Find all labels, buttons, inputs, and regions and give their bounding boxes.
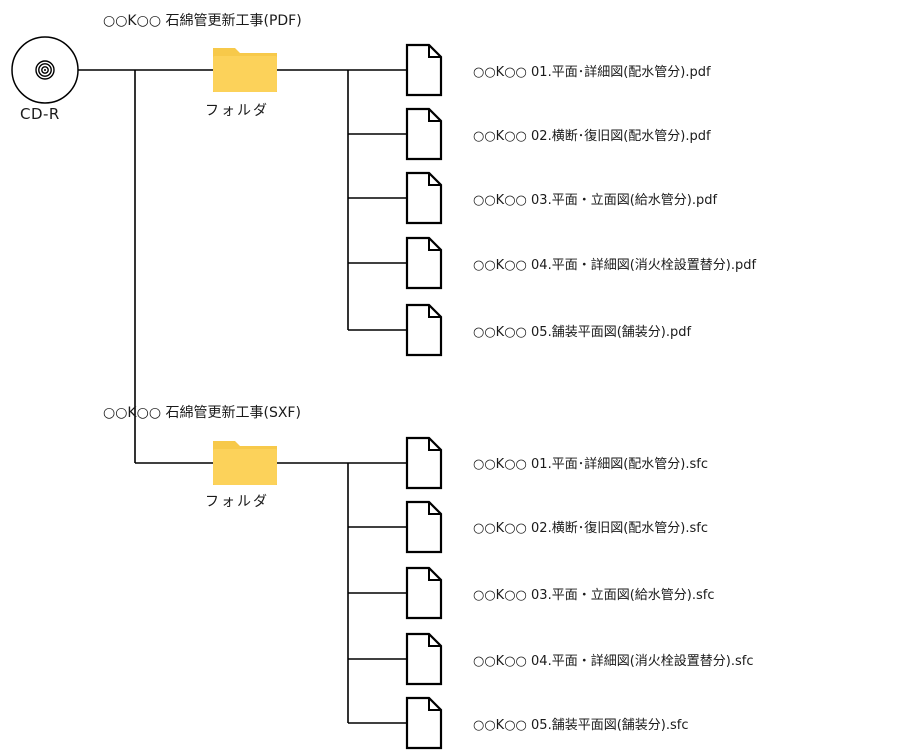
file-name[interactable]: ○○K○○ 04.平面・詳細図(消火栓設置替分).pdf [473,258,757,273]
document-icon [405,632,443,686]
connector-lines [78,69,407,724]
file-name[interactable]: ○○K○○ 05.舗装平面図(舗装分).pdf [473,325,692,340]
document-icon [405,566,443,620]
document-icon [405,236,443,290]
folder-icon [213,48,277,92]
disc-label: CD-R [20,105,60,123]
file-name[interactable]: ○○K○○ 01.平面･詳細図(配水管分).pdf [473,65,711,80]
folder-caption-pdf: フォルダ [205,103,269,119]
file-name[interactable]: ○○K○○ 02.横断･復旧図(配水管分).sfc [473,521,708,536]
file-name[interactable]: ○○K○○ 01.平面･詳細図(配水管分).sfc [473,457,708,472]
folder-title-pdf: ○○K○○ 石綿管更新工事(PDF) [103,13,302,29]
file-name[interactable]: ○○K○○ 02.横断･復旧図(配水管分).pdf [473,129,711,144]
document-icon [405,107,443,161]
folder-title-sxf: ○○K○○ 石綿管更新工事(SXF) [103,405,301,421]
cd-disc-icon [11,36,79,104]
file-name[interactable]: ○○K○○ 03.平面・立面図(給水管分).sfc [473,588,715,603]
file-name[interactable]: ○○K○○ 03.平面・立面図(給水管分).pdf [473,193,718,208]
document-icons [405,43,443,750]
document-icon [405,43,443,97]
document-icon [405,696,443,750]
folder-icon [213,441,277,485]
document-icon [405,436,443,490]
document-icon [405,500,443,554]
file-name[interactable]: ○○K○○ 04.平面・詳細図(消火栓設置替分).sfc [473,654,754,669]
file-name[interactable]: ○○K○○ 05.舗装平面図(舗装分).sfc [473,718,689,733]
folder-icons [213,48,277,485]
document-icon [405,303,443,357]
folder-caption-sxf: フォルダ [205,494,269,510]
document-icon [405,171,443,225]
